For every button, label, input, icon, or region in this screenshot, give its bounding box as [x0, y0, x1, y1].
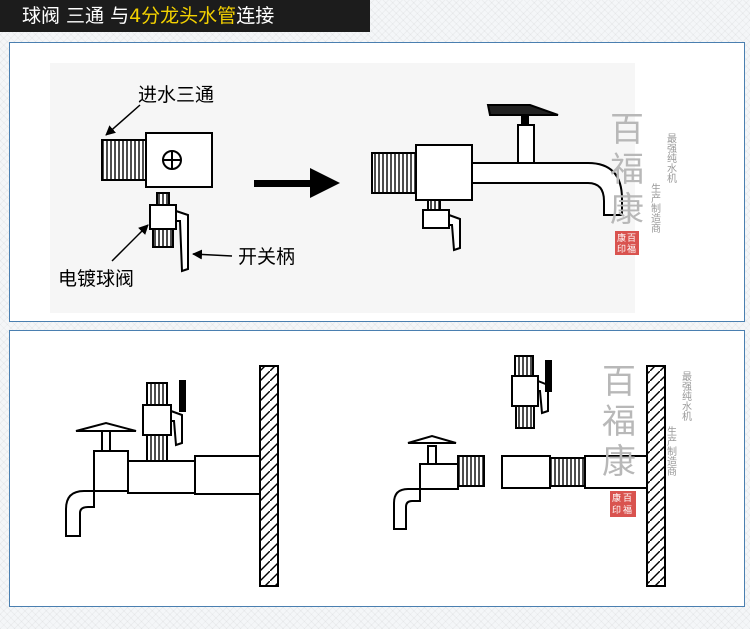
- watermark-seal-char: 百: [602, 362, 636, 402]
- stamp-char: 福: [627, 243, 636, 255]
- watermark-slogan: 生产制造商: [665, 425, 677, 477]
- valve-pointer: [111, 224, 149, 262]
- page-header: 球阀 三通 与4分龙头水管连接: [0, 0, 370, 32]
- watermark-seal-char: 福: [602, 402, 636, 442]
- tee-fitting: [101, 132, 213, 188]
- tee-label: 进水三通: [138, 84, 214, 106]
- stamp-char: 康: [617, 232, 626, 244]
- header-title-part2: 连接: [236, 5, 275, 27]
- stamp-char: 百: [627, 233, 636, 244]
- diagram-panel-assembly: 进水三通 电镀球阀 开关柄 百 福 康 最强纯水机 生产制造商: [9, 42, 745, 322]
- stamp-char: 福: [623, 504, 632, 516]
- watermark-seal-char: 康: [602, 442, 636, 482]
- watermark-stamp: [610, 491, 636, 517]
- header-title-highlight: 4分龙头水管: [129, 5, 237, 27]
- ball-valve: [149, 192, 189, 273]
- stamp-char: 印: [617, 243, 626, 255]
- watermark-slogan: 最强纯水机: [665, 133, 677, 184]
- transform-arrow-icon: [254, 168, 340, 198]
- installed-assembly: [65, 365, 279, 587]
- diagram-panel-installation: 百 福 康 最强纯水机 生产制造商 百 福 康 印: [9, 330, 745, 607]
- assembled-faucet: [371, 104, 623, 252]
- header-title-part1: 球阀 三通 与: [22, 5, 130, 27]
- watermark-logo: 百 福 康 最强纯水机 生产制造商 百 福 康 印: [610, 110, 677, 255]
- watermark-seal-char: 康: [610, 190, 644, 230]
- watermark-seal-char: 福: [610, 150, 644, 190]
- watermark-seal-char: 百: [610, 110, 644, 150]
- watermark-stamp: [615, 231, 639, 255]
- watermark-logo: 百 福 康 最强纯水机 生产制造商 百 福 康 印: [602, 362, 692, 517]
- assembly-diagram: 进水三通 电镀球阀 开关柄 百 福 康 最强纯水机 生产制造商: [50, 63, 677, 313]
- tee-pointer: [105, 104, 141, 136]
- separated-assembly: [393, 355, 666, 587]
- handle-pointer: [192, 249, 233, 260]
- watermark-slogan: 最强纯水机: [680, 371, 692, 422]
- stamp-char: 康: [612, 492, 621, 504]
- stamp-char: 印: [612, 504, 621, 516]
- watermark-slogan: 生产制造商: [649, 182, 661, 234]
- valve-label: 电镀球阀: [58, 268, 134, 290]
- stamp-char: 百: [623, 493, 632, 504]
- handle-label: 开关柄: [238, 246, 295, 268]
- installation-diagram: 百 福 康 最强纯水机 生产制造商 百 福 康 印: [65, 355, 692, 587]
